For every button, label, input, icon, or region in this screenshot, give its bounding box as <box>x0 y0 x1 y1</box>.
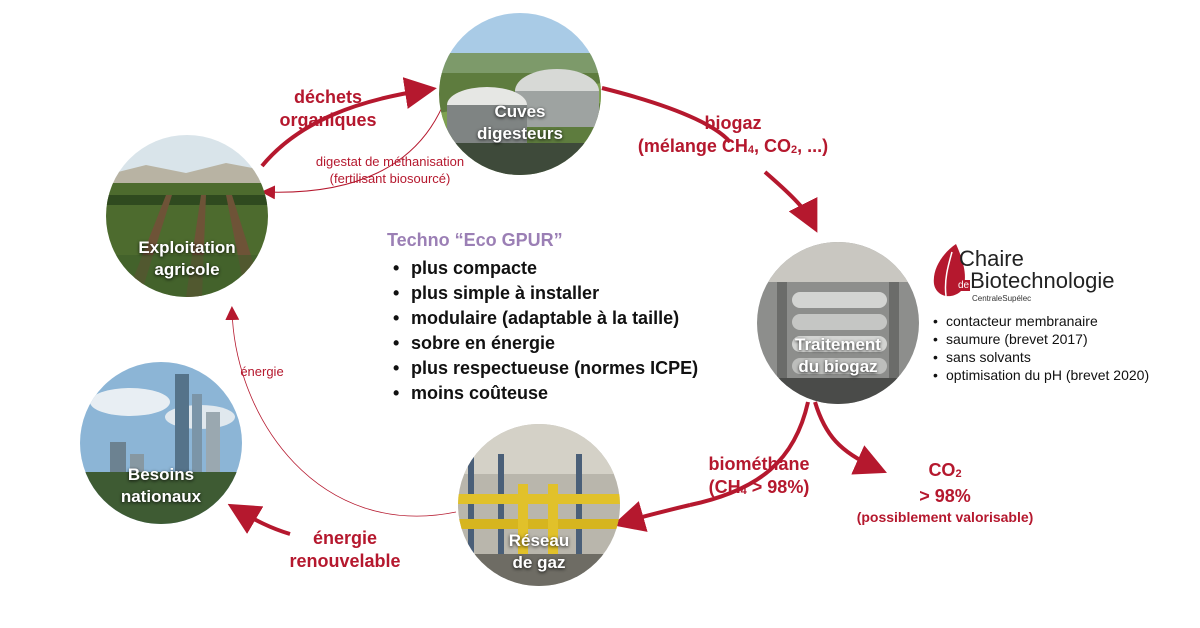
node-label-line2: nationaux <box>120 487 202 506</box>
node-label-line2: de gaz <box>512 553 566 572</box>
label-co2: CO2 > 98% (possiblement valorisable) <box>832 459 1058 526</box>
co2-sub: 2 <box>955 468 962 480</box>
node-label-line1: Exploitation <box>138 238 236 257</box>
co2-pre: CO <box>928 460 956 480</box>
label-line1: biométhane <box>708 454 810 474</box>
arrow-energie <box>225 306 457 517</box>
label-line2: (fertilisant biosourcé) <box>329 171 451 186</box>
node-exploitation-agricole: Exploitation agricole <box>106 135 268 297</box>
arrow-digestat <box>261 94 448 200</box>
chaire-list: contacteur membranaire saumure (brevet 2… <box>931 312 1149 384</box>
arrow-biogaz <box>601 86 732 144</box>
label-line1: biogaz <box>704 113 762 133</box>
label-line2: (CH4 > 98%) <box>692 476 826 502</box>
list-item: plus simple à installer <box>387 281 698 306</box>
list-item: sans solvants <box>931 348 1149 366</box>
biogas-plant-image <box>439 13 601 175</box>
list-item: plus compacte <box>387 256 698 281</box>
list-item: moins coûteuse <box>387 381 698 406</box>
label-line2: renouvelable <box>289 551 401 571</box>
label-line2: organiques <box>279 110 377 130</box>
node-label-line1: Traitement <box>795 335 881 354</box>
list-item: contacteur membranaire <box>931 312 1149 330</box>
label-line1: CO2 <box>832 459 1058 485</box>
techno-panel: Techno “Eco GPUR” plus compacte plus sim… <box>387 228 698 406</box>
arrow-biogaz-2 <box>763 170 818 233</box>
treatment-unit-image <box>757 242 919 404</box>
farm-field-image <box>106 135 268 297</box>
label-line2: > 98% <box>919 486 971 506</box>
arrow-biomethane <box>689 401 810 507</box>
biogaz-pre: (mélange CH <box>637 136 748 156</box>
chaire-logo-text: Chaire deBiotechnologie <box>957 246 1115 293</box>
list-item: plus respectueuse (normes ICPE) <box>387 356 698 381</box>
label-energie: énergie <box>240 364 284 379</box>
node-label-line2: du biogaz <box>798 357 878 376</box>
biogaz-sub-ch4: 4 <box>747 144 754 156</box>
city-skyline-image <box>80 362 242 524</box>
biomethane-post: > 98%) <box>746 477 810 497</box>
label-energie-renouvelable: énergie renouvelable <box>270 527 420 573</box>
biogaz-sub-co2: 2 <box>791 144 798 156</box>
chaire-logo: Chaire deBiotechnologie CentraleSupélec <box>930 242 1200 312</box>
node-label-line2: agricole <box>154 260 220 279</box>
label-line1: déchets <box>293 87 363 107</box>
biomethane-sub: 4 <box>740 485 747 497</box>
label-line3: (possiblement valorisable) <box>856 509 1034 525</box>
node-reseau-gaz: Réseau de gaz <box>458 424 620 586</box>
list-item: sobre en énergie <box>387 331 698 356</box>
node-label-line1: Cuves <box>494 102 546 121</box>
techno-list: plus compacte plus simple à installer mo… <box>387 256 698 406</box>
label-line1: énergie <box>312 528 378 548</box>
node-cuves-digesteurs: Cuves digesteurs <box>439 13 601 175</box>
arrow-co2 <box>813 401 887 475</box>
biogaz-mid: , CO <box>754 136 792 156</box>
biomethane-pre: (CH <box>708 477 741 497</box>
node-label-line1: Réseau <box>508 531 570 550</box>
label-biogaz: biogaz (mélange CH4, CO2, ...) <box>608 112 858 161</box>
arrow-biomethane-2 <box>612 501 691 532</box>
arrow-dechets <box>260 77 437 168</box>
arrow-energie-renouvelable <box>227 503 291 536</box>
list-item: optimisation du pH (brevet 2020) <box>931 366 1149 384</box>
list-item: modulaire (adaptable à la taille) <box>387 306 698 331</box>
biogaz-post: , ...) <box>797 136 829 156</box>
chaire-logo-subtext: CentraleSupélec <box>972 294 1032 303</box>
label-biomethane: biométhane (CH4 > 98%) <box>692 453 826 502</box>
label-line1: digestat de méthanisation <box>315 154 465 169</box>
list-item: saumure (brevet 2017) <box>931 330 1149 348</box>
label-dechets-organiques: déchets organiques <box>268 86 388 132</box>
label-digestat: digestat de méthanisation (fertilisant b… <box>285 153 495 187</box>
node-label-line2: digesteurs <box>477 124 563 143</box>
label-line2: (mélange CH4, CO2, ...) <box>608 135 858 161</box>
node-besoins-nationaux: Besoins nationaux <box>80 362 242 524</box>
gas-network-image <box>458 424 620 586</box>
node-label-line1: Besoins <box>127 465 195 484</box>
techno-title: Techno “Eco GPUR” <box>387 230 563 250</box>
node-traitement-biogaz: Traitement du biogaz <box>757 242 919 404</box>
